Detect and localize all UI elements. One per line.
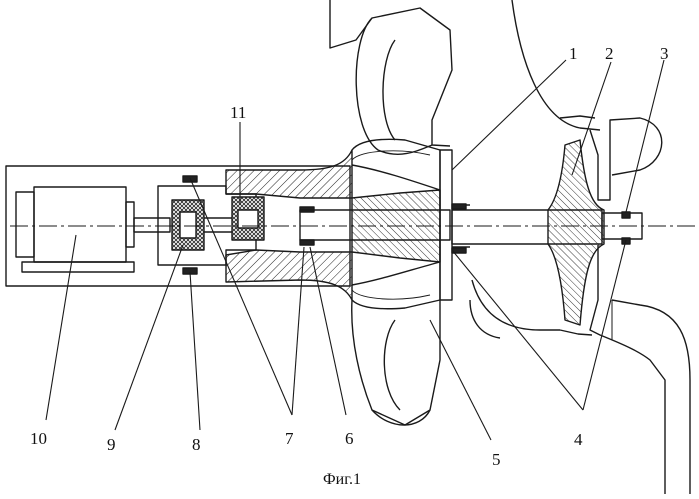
label-4: 4: [574, 430, 583, 449]
label-3: 3: [660, 44, 669, 63]
label-5: 5: [492, 450, 501, 469]
turbine-wheel: [547, 139, 605, 326]
label-8: 8: [192, 435, 201, 454]
bearing-housing: [225, 149, 353, 301]
leader-lines: [45, 59, 665, 441]
label-7: 7: [285, 429, 294, 448]
back-plate: [439, 149, 470, 301]
label-9: 9: [107, 435, 116, 454]
impeller: [351, 164, 441, 286]
label-1: 1: [569, 44, 578, 63]
label-11: 11: [230, 103, 247, 122]
figure-caption: Фиг.1: [323, 471, 361, 488]
label-2: 2: [605, 44, 614, 63]
label-10: 10: [30, 429, 47, 448]
electric-motor: [15, 186, 171, 273]
outer-housing: [5, 165, 351, 287]
magnetic-coupling: [171, 196, 265, 251]
label-6: 6: [345, 429, 354, 448]
